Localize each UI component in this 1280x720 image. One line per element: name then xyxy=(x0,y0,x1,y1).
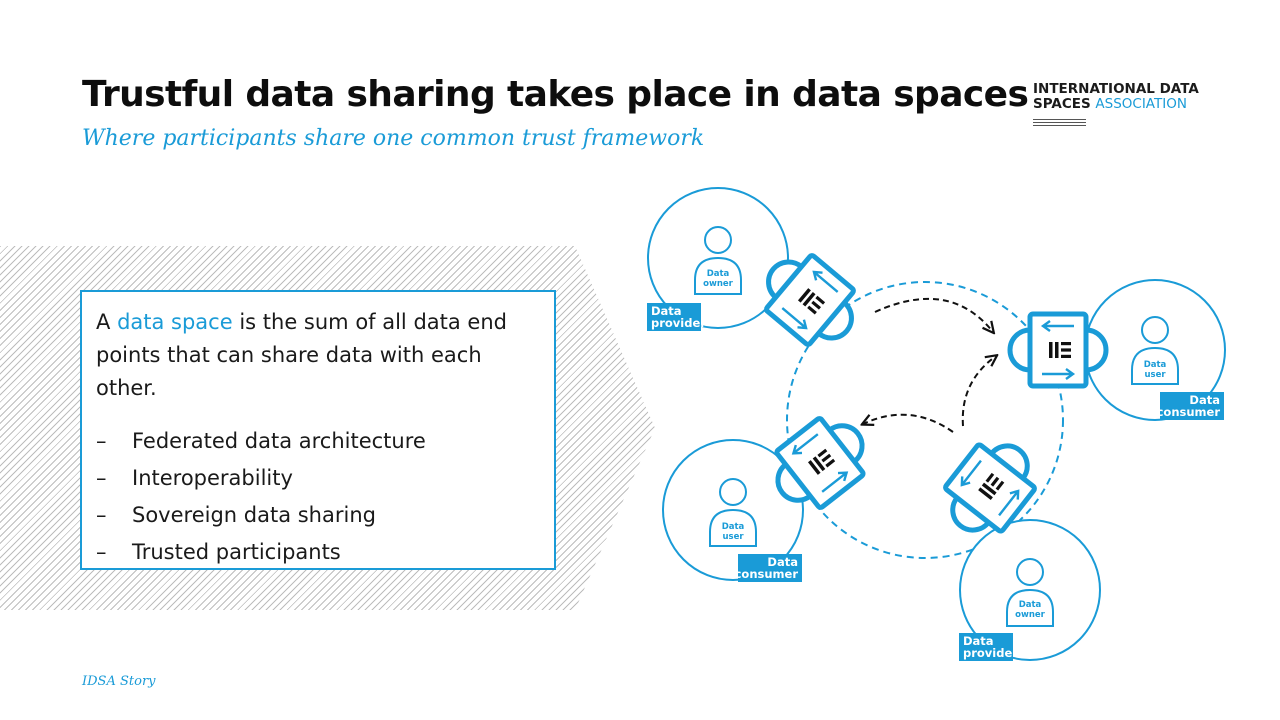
idsa-logo: INTERNATIONAL DATA SPACES ASSOCIATION xyxy=(1033,82,1199,128)
logo-rule xyxy=(1033,119,1086,126)
list-item-label: Trusted participants xyxy=(132,540,341,564)
participant-bottom-left: Data user Data consumer xyxy=(662,439,804,582)
logo-word-association: ASSOCIATION xyxy=(1095,96,1187,112)
tag-label-line-1: Data xyxy=(963,634,994,648)
participant-bottom-right: Data owner Data provider xyxy=(959,519,1101,661)
definition-text-start: A xyxy=(96,310,111,334)
exchange-arrow-bottom xyxy=(863,413,954,433)
logo-line-1: INTERNATIONAL DATA xyxy=(1033,81,1199,97)
role-label-line-1: Data xyxy=(1144,360,1167,370)
list-item-label: Federated data architecture xyxy=(132,429,426,453)
role-label-line-2: owner xyxy=(703,279,734,289)
tag-label-line-2: provider xyxy=(651,316,706,330)
tag-data-provider: Data provider xyxy=(647,303,706,331)
exchange-arrow-top xyxy=(874,297,993,332)
list-item-label: Sovereign data sharing xyxy=(132,503,376,527)
data-space-diagram: Data owner Data provider Data user Data … xyxy=(647,187,1226,661)
list-item: – Trusted participants xyxy=(96,534,540,571)
dash-icon: – xyxy=(96,466,107,490)
page-subtitle: Where participants share one common trus… xyxy=(82,126,705,151)
role-label-line-2: user xyxy=(722,532,744,542)
tag-label-line-2: provider xyxy=(963,646,1018,660)
page-title: Trustful data sharing takes place in dat… xyxy=(82,74,1029,115)
participant-right: Data user Data consumer xyxy=(1084,279,1226,421)
definition-text: A data space is the sum of all data end … xyxy=(96,306,540,405)
person-icon xyxy=(1016,558,1044,586)
role-label-line-2: user xyxy=(1144,370,1166,380)
dash-icon: – xyxy=(96,429,107,453)
logo-line-2: SPACES ASSOCIATION xyxy=(1033,97,1199,112)
tag-data-provider: Data provider xyxy=(959,633,1018,661)
person-icon xyxy=(719,478,747,506)
tag-label-line-1: Data xyxy=(651,304,682,318)
logo-word-spaces: SPACES xyxy=(1033,96,1091,112)
role-label-line-1: Data xyxy=(1019,600,1042,610)
list-item: – Federated data architecture xyxy=(96,423,540,460)
list-item: – Interoperability xyxy=(96,460,540,497)
definition-card: A data space is the sum of all data end … xyxy=(80,290,556,570)
footer-label: IDSA Story xyxy=(82,674,156,689)
data-space-ring xyxy=(786,281,1064,559)
tag-label-line-1: Data xyxy=(1189,393,1220,407)
role-label-line-1: Data xyxy=(707,269,730,279)
definition-term: data space xyxy=(117,310,233,334)
tag-label-line-1: Data xyxy=(767,555,798,569)
tag-label-line-2: consumer xyxy=(735,567,799,581)
tag-label-line-2: consumer xyxy=(1157,405,1221,419)
list-item: – Sovereign data sharing xyxy=(96,497,540,534)
dash-icon: – xyxy=(96,540,107,564)
role-label-line-2: owner xyxy=(1015,610,1046,620)
dash-icon: – xyxy=(96,503,107,527)
person-icon xyxy=(1141,316,1169,344)
role-label-line-1: Data xyxy=(722,522,745,532)
list-item-label: Interoperability xyxy=(132,466,293,490)
exchange-arrow-right xyxy=(961,356,996,427)
tag-data-consumer: Data consumer xyxy=(735,554,802,582)
definition-text-end: is the sum of all data end points that c… xyxy=(96,310,507,400)
tag-data-consumer: Data consumer xyxy=(1157,392,1224,420)
feature-list: – Federated data architecture – Interopera… xyxy=(96,423,540,571)
participant-top-left: Data owner Data provider xyxy=(647,187,789,331)
person-icon xyxy=(704,226,732,254)
